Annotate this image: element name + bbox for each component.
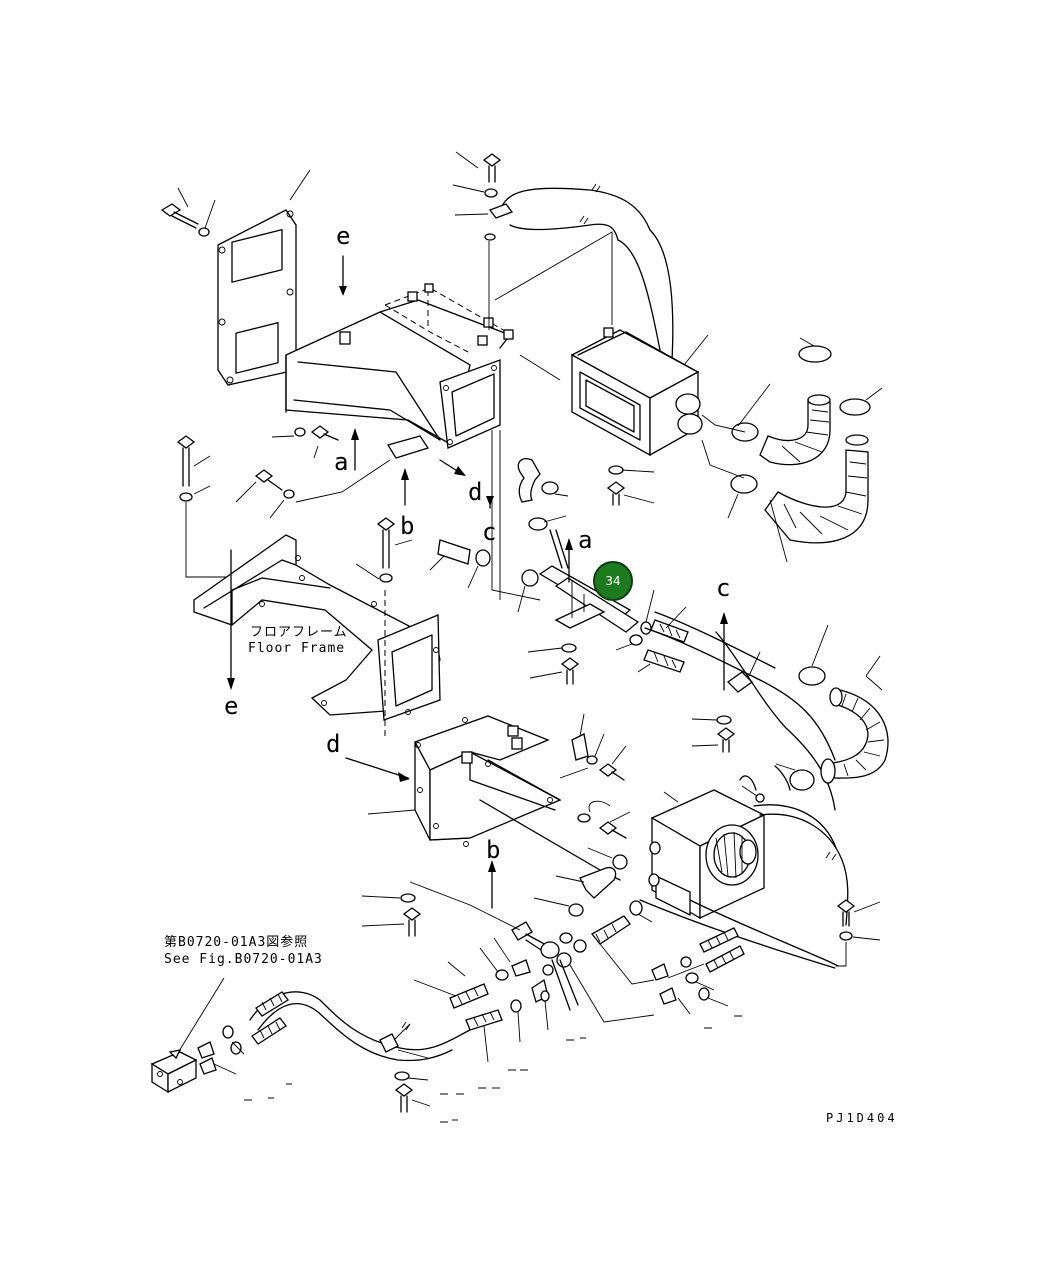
ref-letter-e-top: e (336, 222, 350, 250)
bolt-icon (160, 203, 199, 229)
see-fig-label-en: See Fig.B0720-01A3 (164, 952, 323, 967)
upper-harness (452, 151, 674, 361)
ref-letter-b-lower: b (486, 836, 500, 864)
callout-marker[interactable] (593, 561, 633, 601)
floor-frame-label-jp: フロアフレーム (250, 625, 348, 640)
upper-hoses (701, 337, 883, 563)
floor-frame-label-en: Floor Frame (248, 641, 345, 656)
ref-letter-a-mid: a (578, 526, 592, 554)
mid-hose (691, 624, 889, 791)
callout-number: 34 (605, 574, 620, 588)
ref-letter-a-left: a (334, 448, 348, 476)
ref-letter-b-top: b (400, 512, 414, 540)
centre-pipes (429, 430, 836, 811)
ref-letter-d-lower: d (326, 730, 340, 758)
ref-letter-c-right: c (716, 574, 730, 602)
heater-unit (639, 765, 881, 969)
lower-pipes (150, 847, 745, 1123)
lower-bracket (367, 713, 631, 881)
ref-letter-d-top: d (468, 478, 482, 506)
upper-duct-assembly (160, 169, 514, 459)
floor-frame (176, 435, 441, 740)
ref-letter-c-mid: c (482, 518, 496, 546)
see-fig-label-jp: 第B0720-01A3図参照 (164, 934, 308, 950)
air-unit-box (519, 327, 709, 506)
reference-arrows (227, 183, 837, 1031)
part-callout-34[interactable]: 34 (593, 561, 633, 601)
ref-letter-e-lower: e (224, 692, 238, 720)
drawing-code: PJ1D404 (826, 1111, 898, 1125)
